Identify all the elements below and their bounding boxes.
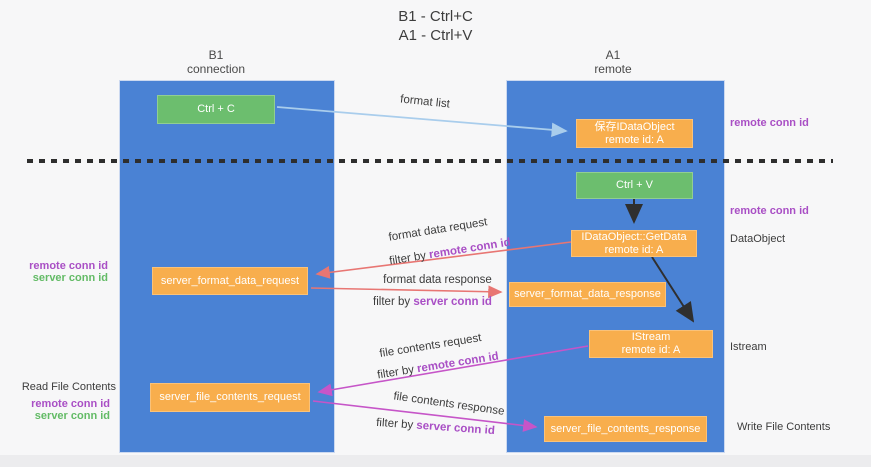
right-column-subtitle: remote [594,62,632,76]
istream-node: IStream remote id: A [589,330,713,358]
write-file-contents-label: Write File Contents [737,421,831,433]
bottom-strip [0,455,871,467]
file-contents-response-label: file contents response [392,390,506,418]
read-file-contents-label: Read File Contents [21,381,116,393]
filter-prefix-4: filter by [375,416,417,432]
dataobject-label: DataObject [730,233,786,245]
istream-side-label: Istream [730,341,767,353]
getdata-line2: remote id: A [604,243,664,256]
right-column-header: A1 remote [543,48,683,76]
title-line-1: B1 - Ctrl+C [398,8,473,25]
server-format-data-response-label: server_format_data_response [514,288,661,300]
idataobject-getdata-node: IDataObject::GetData remote id: A [571,230,697,257]
dashed-separator [27,159,833,163]
ctrl-v-label: Ctrl + V [616,179,653,191]
server-format-data-response-node: server_format_data_response [509,282,666,307]
filter-remote-conn-id-1: remote conn id [428,236,512,262]
server-file-contents-response-node: server_file_contents_response [544,416,707,442]
left-conn-id-block-2: remote conn id server conn id [18,398,110,422]
ctrl-c-label: Ctrl + C [197,103,235,115]
remote-conn-id-label-left2: remote conn id [31,398,110,410]
server-file-contents-response-label: server_file_contents_response [550,422,701,435]
ctrl-c-node: Ctrl + C [157,95,275,124]
format-list-label: format list [399,93,451,111]
server-file-contents-request-node: server_file_contents_request [150,383,310,412]
filter-server-conn-id-1: server conn id [413,296,492,308]
server-conn-id-label-left2: server conn id [34,410,110,422]
right-column-name: A1 [605,48,621,62]
left-column-name: B1 [208,48,224,62]
filter-remote-conn-id-2: remote conn id [416,350,500,376]
server-format-data-request-label: server_format_data_request [160,274,300,287]
remote-conn-id-label-top: remote conn id [730,117,809,129]
filter-prefix-2: filter by [373,296,414,308]
filter-prefix-3: filter by [376,363,419,382]
left-column-header: B1 connection [146,48,286,76]
filter-prefix-1: filter by [388,249,431,268]
title-line-2: A1 - Ctrl+V [398,27,473,44]
filter-by-server-conn-id-label-2: filter by server conn id [368,416,504,437]
diagram-title: B1 - Ctrl+C A1 - Ctrl+V [0,7,871,45]
filter-by-server-conn-id-label-1: filter by server conn id [365,296,500,308]
save-idataobject-line2: remote id: A [605,133,664,146]
istream-line1: IStream [631,331,671,343]
left-column-subtitle: connection [186,62,246,76]
ctrl-v-node: Ctrl + V [576,172,693,199]
save-idataobject-line1: 保存IDataObject [594,120,675,133]
server-file-contents-request-label: server_file_contents_request [159,391,301,403]
format-data-request-label: format data request [387,216,489,244]
filter-server-conn-id-2: server conn id [415,419,496,438]
server-conn-id-label-left1: server conn id [32,272,108,284]
istream-line2: remote id: A [621,344,681,356]
getdata-line1: IDataObject::GetData [581,230,687,243]
save-idataobject-node: 保存IDataObject remote id: A [576,119,693,148]
server-format-data-request-node: server_format_data_request [152,267,308,295]
format-response-arrow [310,285,503,299]
remote-conn-id-label-left1: remote conn id [29,260,108,272]
format-data-response-label: format data response [383,274,492,286]
remote-conn-id-label-mid: remote conn id [730,205,809,217]
left-conn-id-block-1: remote conn id server conn id [16,260,108,284]
